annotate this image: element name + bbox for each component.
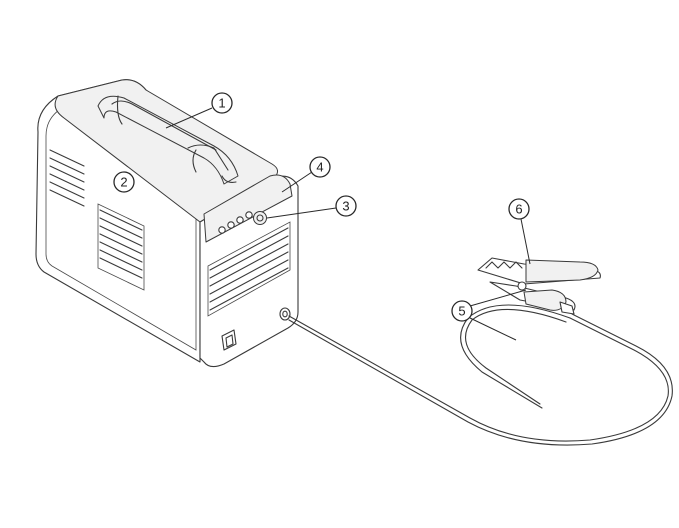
callout-2-label: 2 <box>120 175 127 190</box>
callout-2 <box>113 171 135 193</box>
callout-6 <box>508 198 530 220</box>
callout-5 <box>451 300 473 322</box>
side-vent-upper <box>49 149 85 207</box>
welding-machine <box>35 79 299 368</box>
control-bezel <box>203 174 293 243</box>
callouts: 1 2 3 4 5 6 <box>113 92 531 341</box>
callout-1 <box>211 92 233 114</box>
clamp-pivot <box>517 281 527 291</box>
callout-5-label: 5 <box>458 304 465 319</box>
front-grille <box>207 221 291 317</box>
machine-top <box>54 79 278 223</box>
clamp-grip-upper <box>525 259 599 283</box>
indicator-light-3 <box>236 216 244 224</box>
clamp-grip-lower <box>523 289 567 311</box>
front-connectors <box>221 307 291 351</box>
carry-handle <box>97 95 239 185</box>
indicator-light-2 <box>227 221 235 229</box>
callout-4 <box>309 156 331 178</box>
callout-6-label: 6 <box>515 202 522 217</box>
adjust-knob <box>253 211 267 225</box>
ground-cable <box>288 304 673 446</box>
output-connector <box>279 307 291 321</box>
callout-4-label: 4 <box>316 160 323 175</box>
control-panel <box>218 211 267 234</box>
callout-3 <box>335 195 357 217</box>
callout-3-label: 3 <box>342 199 349 214</box>
indicator-light-1 <box>218 226 226 234</box>
side-vent-lower <box>97 203 145 291</box>
ground-clamp <box>477 257 601 315</box>
indicator-light-4 <box>245 211 253 219</box>
callout-1-label: 1 <box>218 96 225 111</box>
